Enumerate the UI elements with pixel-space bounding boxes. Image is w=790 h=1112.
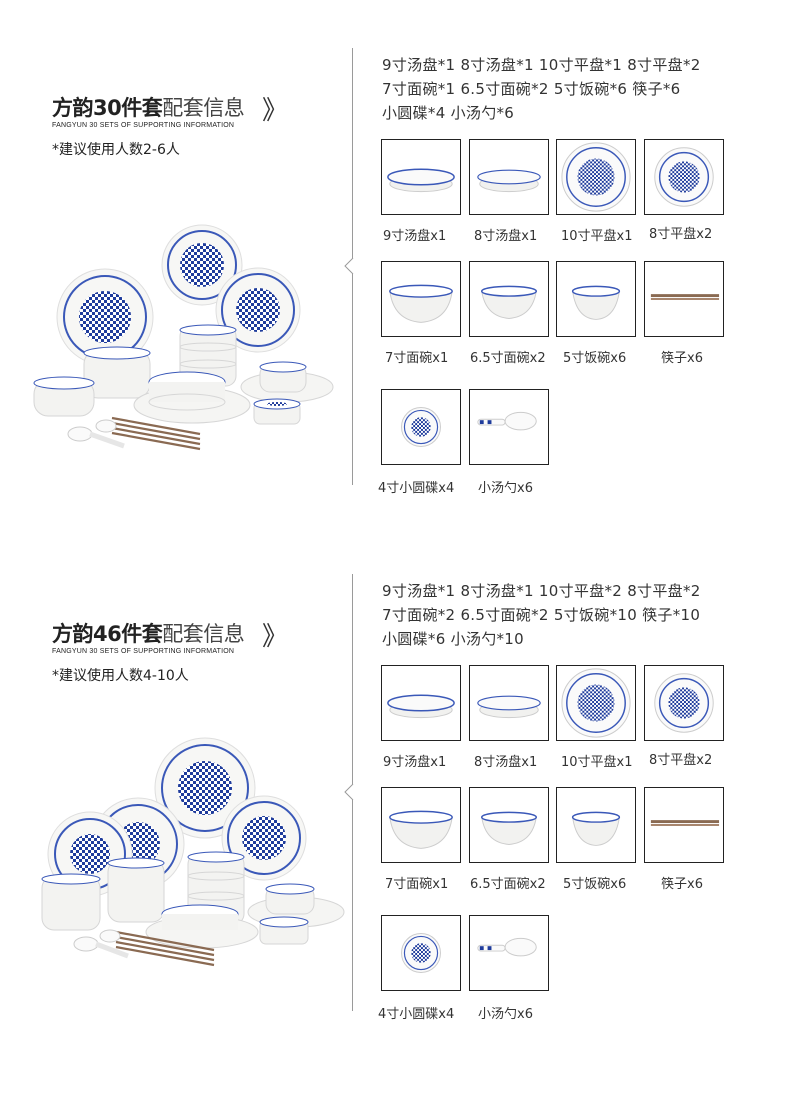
item-thumb-rice-bowl (556, 787, 636, 863)
tableware-set-photo (28, 736, 348, 976)
item-thumb-chopsticks (644, 261, 724, 337)
set-title-light: 配套信息 (162, 96, 245, 120)
item-thumb-noodle-bowl-small (469, 787, 549, 863)
divider-notch-icon (344, 784, 354, 800)
item-caption: 5寸饭碗x6 (563, 351, 627, 366)
divider-notch-icon (344, 258, 354, 274)
item-caption: 4寸小圆碟x4 (378, 481, 455, 496)
item-caption: 筷子x6 (661, 351, 703, 366)
item-thumb-checker-plate-large (556, 139, 636, 215)
item-thumb-round-dish (381, 915, 461, 991)
subtitle-en: FANGYUN 30 SETS OF SUPPORTING INFORMATIO… (52, 648, 235, 655)
recommended-people: *建议使用人数2-6人 (52, 142, 180, 158)
contents-line: 9寸汤盘*1 8寸汤盘*1 10寸平盘*2 8寸平盘*2 (382, 582, 701, 600)
contents-line: 小圆碟*6 小汤勺*10 (382, 630, 524, 648)
item-caption: 10寸平盘x1 (561, 229, 633, 244)
item-thumb-round-dish (381, 389, 461, 465)
contents-line: 7寸面碗*2 6.5寸面碗*2 5寸饭碗*10 筷子*10 (382, 606, 701, 624)
chevron-right-icon: 》 (262, 622, 289, 652)
item-caption: 筷子x6 (661, 877, 703, 892)
chevron-right-icon: 》 (262, 96, 289, 126)
set-title: 方韵30件套配套信息 (52, 92, 245, 122)
item-caption: 7寸面碗x1 (385, 351, 449, 366)
item-thumb-rice-bowl (556, 261, 636, 337)
item-thumb-soup-plate-small (469, 139, 549, 215)
item-caption: 小汤勺x6 (478, 481, 533, 496)
item-thumb-soup-spoon (469, 915, 549, 991)
item-caption: 小汤勺x6 (478, 1007, 533, 1022)
item-thumb-noodle-bowl-small (469, 261, 549, 337)
item-caption: 8寸平盘x2 (649, 753, 713, 768)
item-thumb-soup-plate-small (469, 665, 549, 741)
subtitle-en: FANGYUN 30 SETS OF SUPPORTING INFORMATIO… (52, 122, 235, 129)
item-caption: 8寸汤盘x1 (474, 229, 538, 244)
item-thumb-checker-plate-small (644, 139, 724, 215)
item-caption: 9寸汤盘x1 (383, 229, 447, 244)
item-thumb-chopsticks (644, 787, 724, 863)
item-caption: 4寸小圆碟x4 (378, 1007, 455, 1022)
item-thumb-soup-spoon (469, 389, 549, 465)
set-title-bold: 方韵30件套 (52, 96, 163, 120)
set-title-light: 配套信息 (162, 622, 245, 646)
tableware-set-photo (32, 222, 342, 462)
item-thumb-checker-plate-small (644, 665, 724, 741)
item-caption: 6.5寸面碗x2 (470, 877, 546, 892)
item-caption: 5寸饭碗x6 (563, 877, 627, 892)
item-thumb-soup-plate-large (381, 139, 461, 215)
set-title: 方韵46件套配套信息 (52, 618, 245, 648)
item-caption: 6.5寸面碗x2 (470, 351, 546, 366)
item-caption: 8寸平盘x2 (649, 227, 713, 242)
contents-line: 9寸汤盘*1 8寸汤盘*1 10寸平盘*1 8寸平盘*2 (382, 56, 701, 74)
item-caption: 8寸汤盘x1 (474, 755, 538, 770)
item-thumb-noodle-bowl-large (381, 261, 461, 337)
contents-line: 小圆碟*4 小汤勺*6 (382, 104, 515, 122)
set-46-section: 方韵46件套配套信息 》 FANGYUN 30 SETS OF SUPPORTI… (0, 526, 790, 1026)
set-30-section: 方韵30件套配套信息 》 FANGYUN 30 SETS OF SUPPORTI… (0, 0, 790, 500)
item-thumb-checker-plate-large (556, 665, 636, 741)
recommended-people: *建议使用人数4-10人 (52, 668, 189, 684)
item-thumb-noodle-bowl-large (381, 787, 461, 863)
item-thumb-soup-plate-large (381, 665, 461, 741)
set-title-bold: 方韵46件套 (52, 622, 163, 646)
item-caption: 10寸平盘x1 (561, 755, 633, 770)
contents-line: 7寸面碗*1 6.5寸面碗*2 5寸饭碗*6 筷子*6 (382, 80, 681, 98)
item-caption: 7寸面碗x1 (385, 877, 449, 892)
item-caption: 9寸汤盘x1 (383, 755, 447, 770)
